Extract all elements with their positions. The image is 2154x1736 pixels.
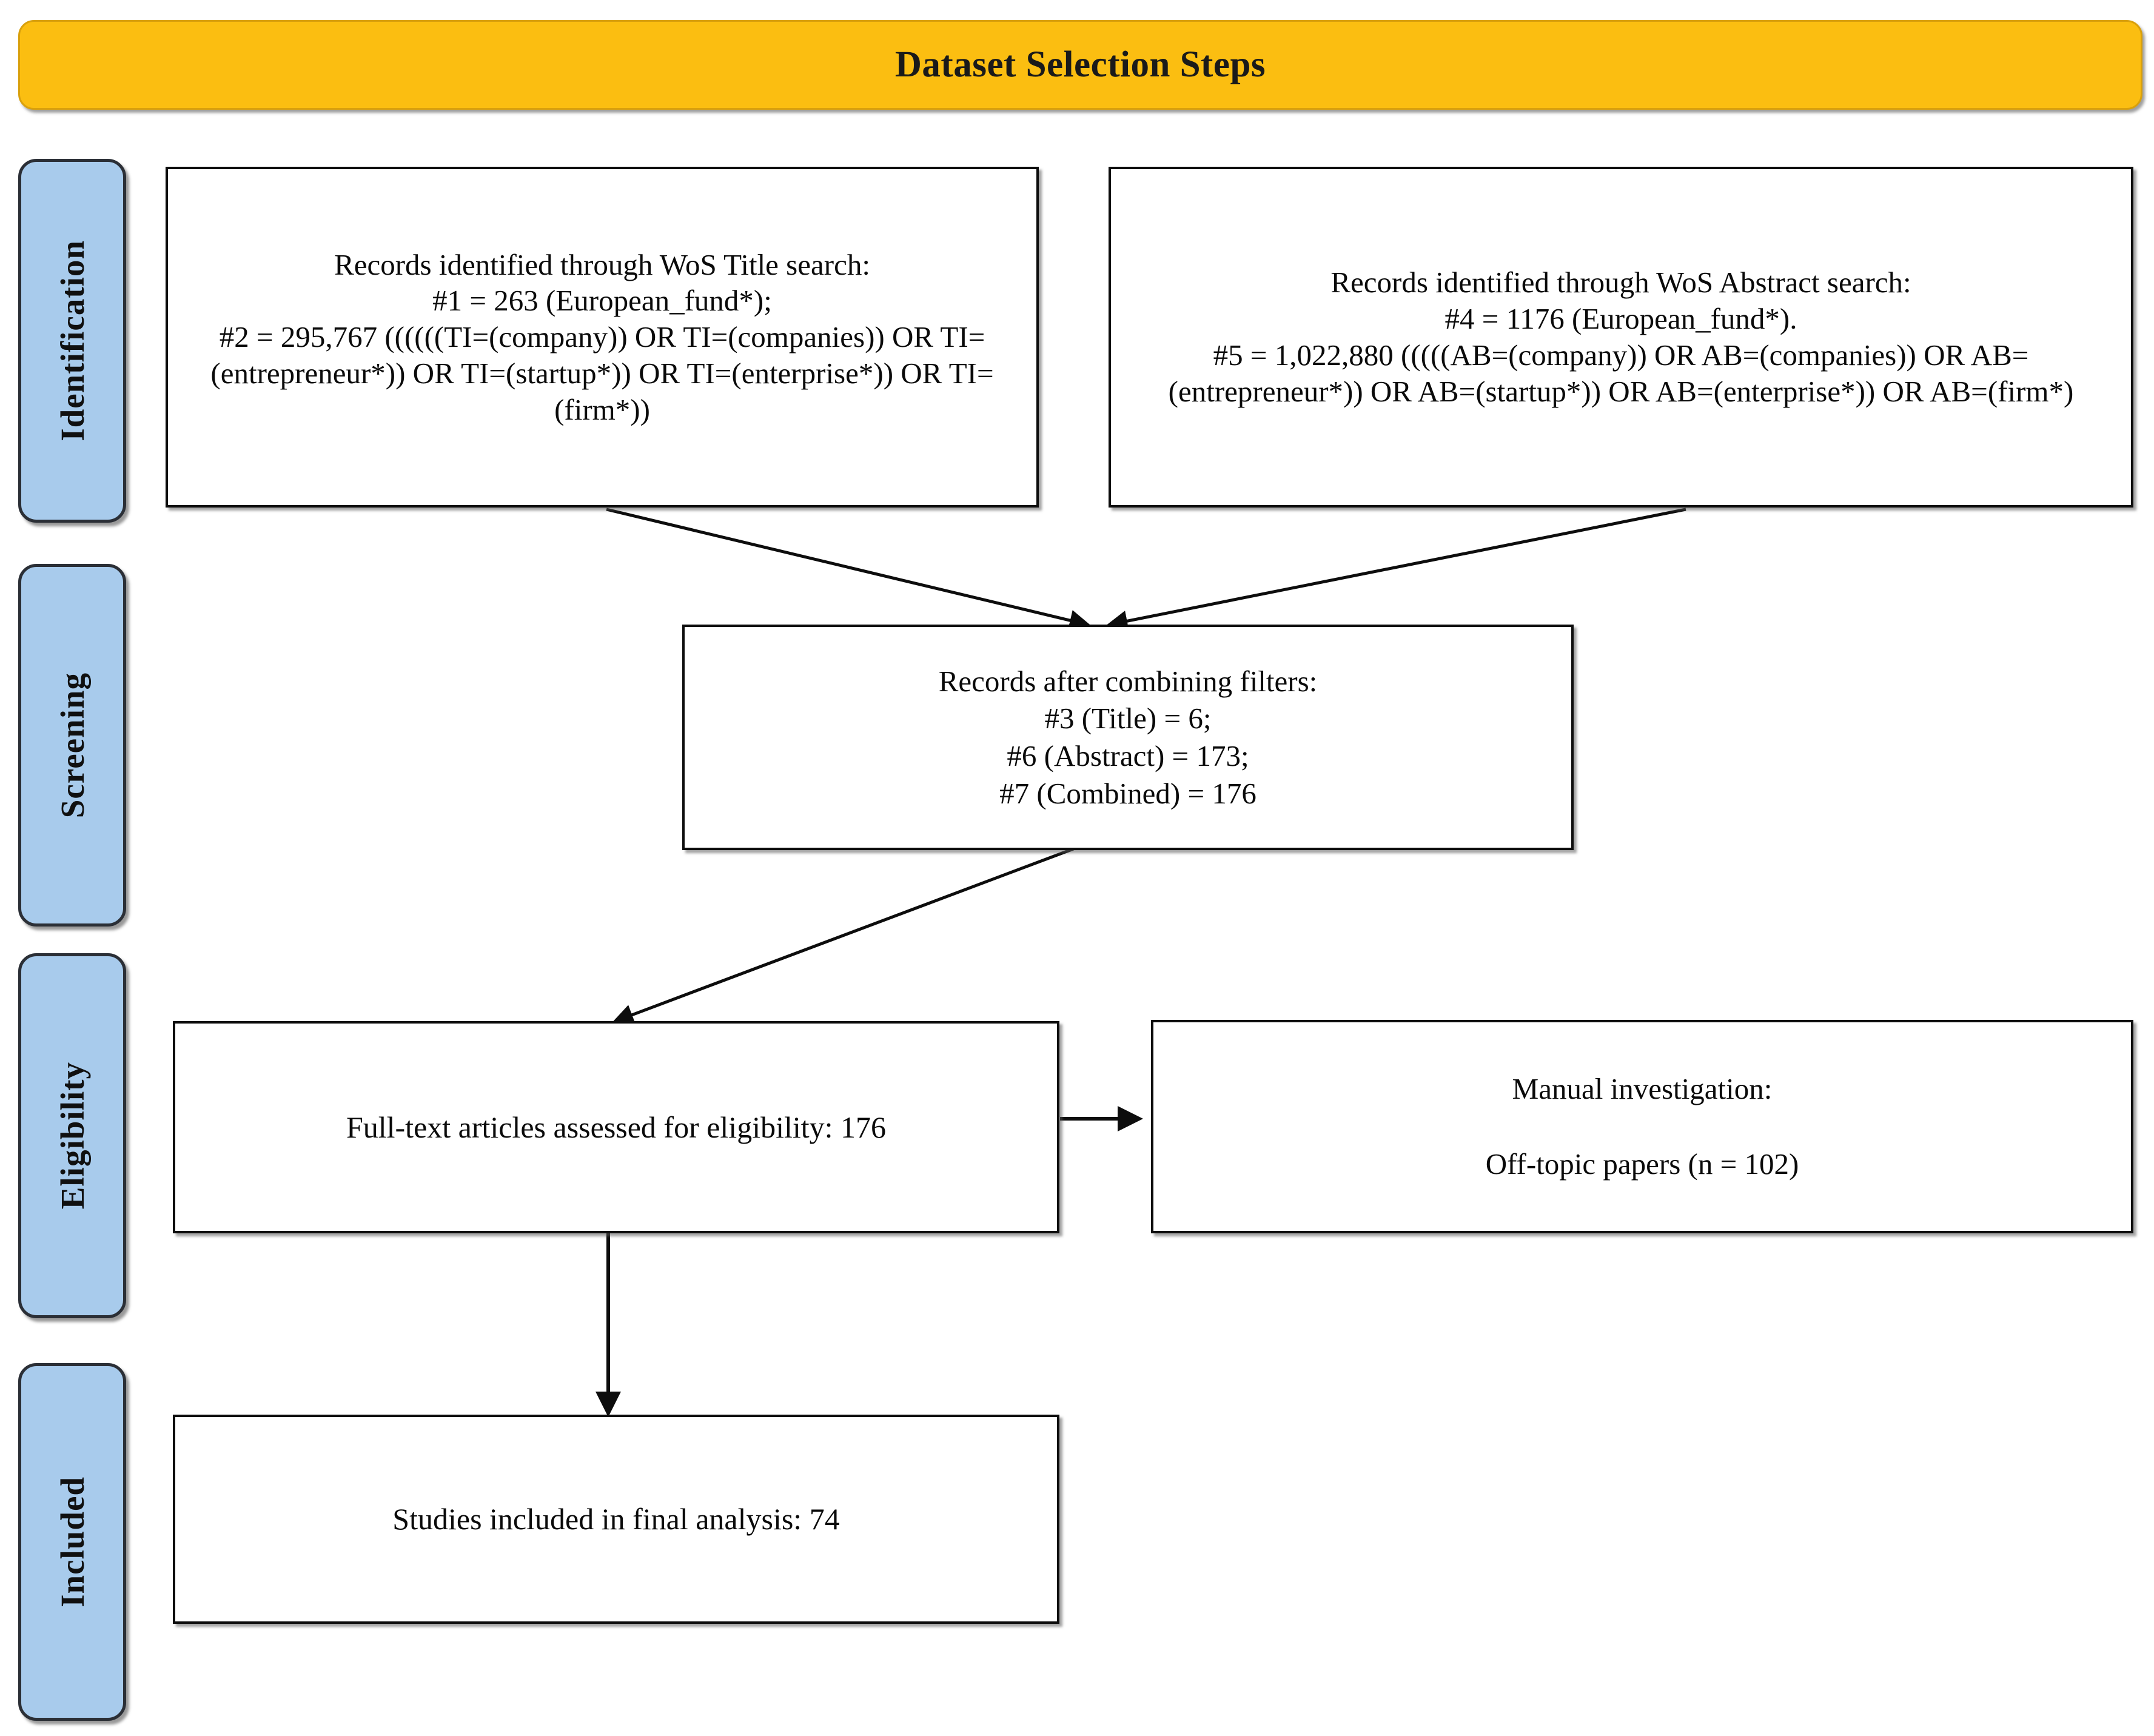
page-title: Dataset Selection Steps (894, 44, 1266, 85)
stage-tab-included: Included (18, 1363, 126, 1721)
box-wos-abstract-search-text: Records identified through WoS Abstract … (1168, 266, 2074, 408)
box-studies-included: Studies included in final analysis: 74 (173, 1415, 1059, 1624)
stage-label-identification: Identification (53, 240, 91, 441)
diagram-title-banner: Dataset Selection Steps (18, 20, 2142, 110)
box-manual-investigation-text: Manual investigation: Off-topic papers (… (1485, 1072, 1799, 1181)
box-wos-title-search: Records identified through WoS Title sea… (166, 167, 1039, 508)
stage-label-screening: Screening (53, 672, 91, 819)
box-wos-title-search-text: Records identified through WoS Title sea… (210, 247, 994, 426)
box-studies-included-text: Studies included in final analysis: 74 (392, 1502, 840, 1536)
box-full-text-assessed: Full-text articles assessed for eligibil… (173, 1021, 1059, 1233)
edge-combined-to-fulltext (612, 847, 1074, 1025)
stage-tab-eligibility: Eligibility (18, 953, 126, 1318)
edge-title-to-combined (606, 508, 1091, 631)
stage-tab-screening: Screening (18, 564, 126, 927)
box-full-text-assessed-text: Full-text articles assessed for eligibil… (346, 1110, 887, 1144)
box-manual-investigation: Manual investigation: Off-topic papers (… (1151, 1020, 2133, 1233)
stage-label-included: Included (53, 1476, 91, 1607)
box-wos-abstract-search: Records identified through WoS Abstract … (1109, 167, 2133, 508)
box-records-after-combining-filters-text: Records after combining filters: #3 (Tit… (938, 664, 1318, 810)
box-records-after-combining-filters: Records after combining filters: #3 (Tit… (682, 625, 1574, 850)
stage-label-eligibility: Eligibility (53, 1062, 91, 1210)
stage-tab-identification: Identification (18, 159, 126, 523)
edge-abstract-to-combined (1106, 508, 1686, 632)
